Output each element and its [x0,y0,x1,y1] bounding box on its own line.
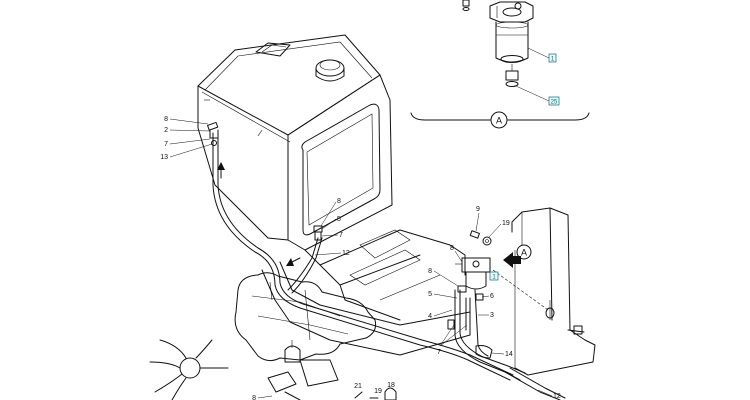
svg-text:4: 4 [428,313,432,320]
lower-components [267,340,339,400]
bolt-washer [469,230,492,246]
svg-text:25: 25 [551,100,558,106]
svg-text:18: 18 [387,382,395,389]
svg-text:9: 9 [476,206,480,213]
svg-text:1: 1 [492,275,496,281]
engine-fan [149,339,229,400]
detail-view-a: 1 25 A [410,0,590,129]
filter-ref-box: 1 [489,271,499,281]
svg-text:1: 1 [551,57,555,63]
engine-block [234,272,377,362]
clip-right [545,300,555,320]
ref-box-25: 25 [548,96,560,106]
callouts-bottom: 8 21 19 18 12 [252,382,561,400]
bottom-fittings [354,387,397,400]
svg-text:8: 8 [450,245,454,252]
detail-bolt [462,0,470,11]
fuel-filler-cap [315,59,345,82]
drain-plug [505,64,519,87]
ref-box-1: 1 [548,53,557,63]
svg-text:8: 8 [337,198,341,205]
svg-text:13: 13 [160,154,168,161]
flow-arrow-up [217,162,225,179]
svg-text:19: 19 [502,220,510,227]
svg-text:6: 6 [490,293,494,300]
right-bracket-panel [511,207,596,376]
svg-text:8: 8 [164,116,168,123]
svg-text:19: 19 [374,388,382,395]
fuel-tank [197,34,393,251]
fitting-upper-left [207,121,219,146]
view-circle-a: A [516,244,532,260]
svg-text:5: 5 [428,291,432,298]
svg-text:7: 7 [437,349,441,356]
flow-arrow-down-left [286,257,301,266]
callouts-right: 8 8 5 4 7 6 3 14 [428,245,513,358]
callouts-mid: 8 5 7 12 [314,198,350,257]
access-plate [255,42,291,57]
flow-arrow-solid [503,252,521,268]
svg-text:2: 2 [164,127,168,134]
svg-text:8: 8 [428,268,432,275]
svg-text:7: 7 [339,232,343,239]
svg-text:21: 21 [354,383,362,390]
svg-text:14: 14 [505,351,513,358]
machine-frame [261,229,471,356]
svg-text:3: 3 [490,312,494,319]
svg-text:A: A [521,248,527,258]
svg-text:A: A [496,116,502,126]
svg-text:12: 12 [342,250,350,257]
svg-text:12: 12 [553,393,561,400]
svg-text:5: 5 [337,216,341,223]
callouts-left: 8 2 7 13 [160,116,213,161]
svg-text:7: 7 [164,141,168,148]
detail-circle-a: A [490,111,508,129]
callouts-right-top: 9 19 [475,206,510,238]
svg-text:8: 8 [252,395,256,400]
water-separator [455,257,491,290]
fuel-filter-head [489,1,534,23]
fuel-filter-cartridge [495,21,529,63]
